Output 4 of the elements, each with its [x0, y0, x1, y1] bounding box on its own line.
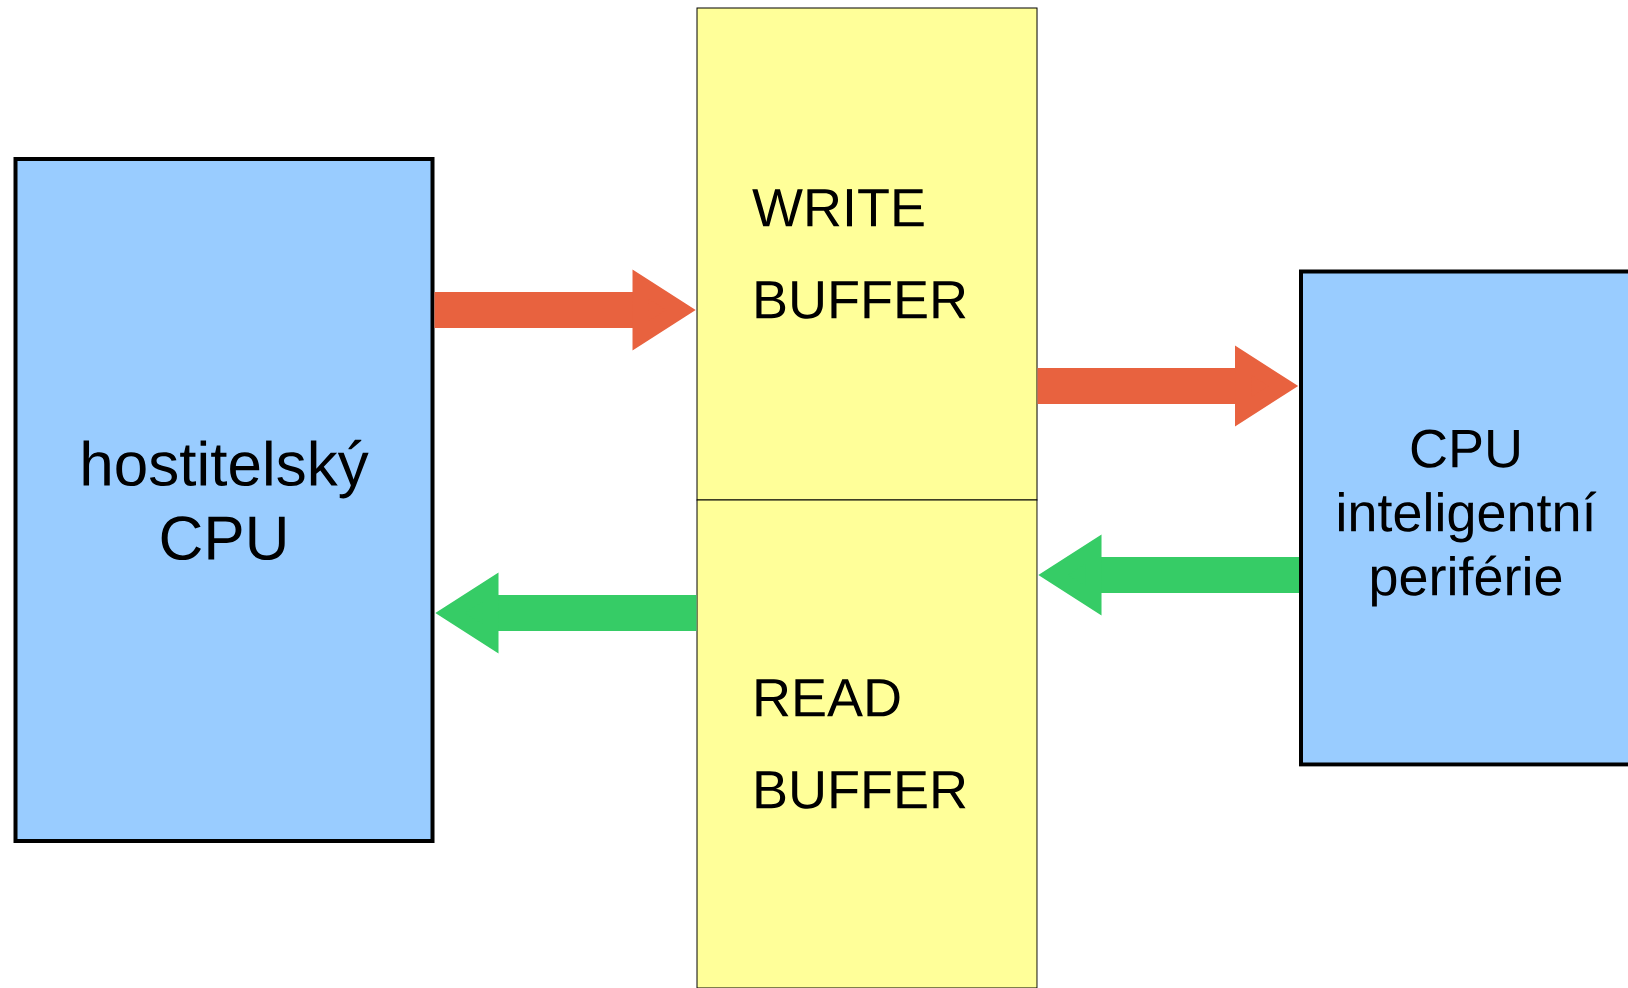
buffer-box: WRITE BUFFER — [696, 7, 1038, 501]
cpu-box: CPU inteligentní periférie — [1299, 269, 1628, 767]
buffer-box: READ BUFFER — [696, 499, 1038, 988]
cpu-box: hostitelský CPU — [13, 157, 435, 843]
